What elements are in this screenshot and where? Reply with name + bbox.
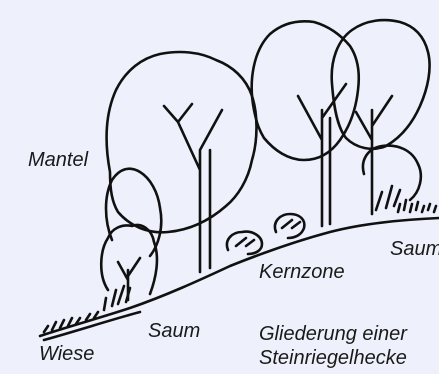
kernzone-shrub-2 [275, 214, 304, 238]
label-saum-right: Saum [390, 239, 439, 259]
label-mantel: Mantel [28, 150, 88, 170]
saum-right-herbs [376, 186, 400, 210]
saum-right-grass [398, 200, 436, 212]
kernzone-shrub-1 [227, 232, 262, 254]
wiese-grass [44, 312, 98, 332]
ground-slope [40, 218, 439, 336]
tree-trunk-center [298, 84, 346, 226]
label-kernzone: Kernzone [259, 262, 345, 282]
diagram-caption: Gliederung einer Steinriegelhecke [259, 322, 407, 370]
tree-crown-large-left [107, 52, 257, 232]
kernzone-shrub-2-inner [282, 220, 300, 228]
kernzone-shrub-1-inner [236, 238, 254, 246]
caption-line-2: Steinriegelhecke [259, 346, 407, 370]
label-saum-left: Saum [148, 321, 200, 341]
ground-slope-lower [44, 312, 140, 340]
tree-trunk-right [356, 96, 392, 214]
caption-line-1: Gliederung einer [259, 322, 407, 346]
label-wiese: Wiese [39, 344, 94, 364]
tree-trunk-left [164, 104, 222, 272]
